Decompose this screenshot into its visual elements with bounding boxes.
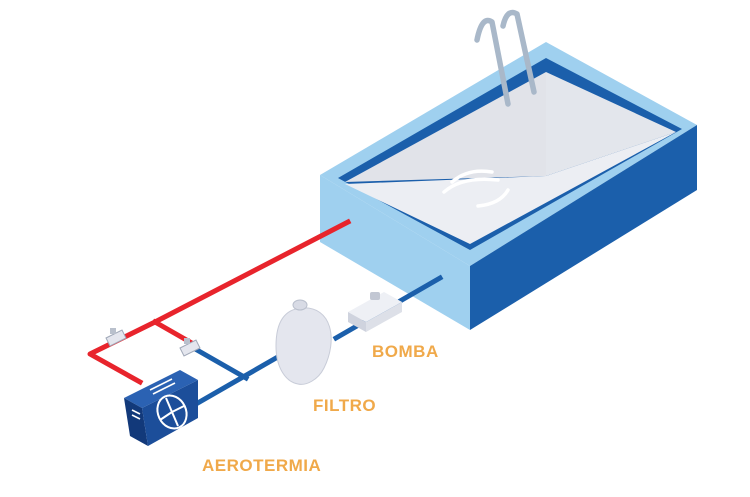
- pump-side: [366, 302, 402, 332]
- filter-cap: [292, 299, 308, 311]
- pump-label: BOMBA: [372, 342, 439, 361]
- pool-water: [345, 132, 676, 244]
- pool-ladder-icon: [474, 9, 537, 107]
- heat-pump-unit: [124, 370, 198, 446]
- filter-tank: [275, 299, 332, 385]
- pump-front: [348, 312, 366, 332]
- pool-right-wall: [470, 125, 697, 330]
- valve-icon: [179, 338, 201, 357]
- fan-icon: [156, 394, 188, 430]
- pool-water-shade: [546, 72, 676, 176]
- filter-body: [275, 307, 332, 385]
- pool: [320, 42, 697, 330]
- heat-pump-top: [124, 370, 198, 408]
- heat-pump-label: AEROTERMIA: [202, 456, 322, 475]
- filter-label: FILTRO: [313, 396, 377, 415]
- valve-icon: [105, 328, 127, 347]
- pump-top: [348, 292, 402, 322]
- pool-left-wall: [320, 175, 470, 330]
- pool-inner-side-wall: [345, 72, 546, 182]
- pump-knob: [370, 292, 380, 300]
- heat-pump-vents: [131, 378, 176, 420]
- pump-unit: [348, 292, 402, 332]
- heat-pump-front: [124, 398, 148, 446]
- cold-pipe-branch: [186, 342, 250, 382]
- water-ripple-icon: [442, 169, 510, 208]
- cold-pipe-filter-out: [192, 354, 280, 408]
